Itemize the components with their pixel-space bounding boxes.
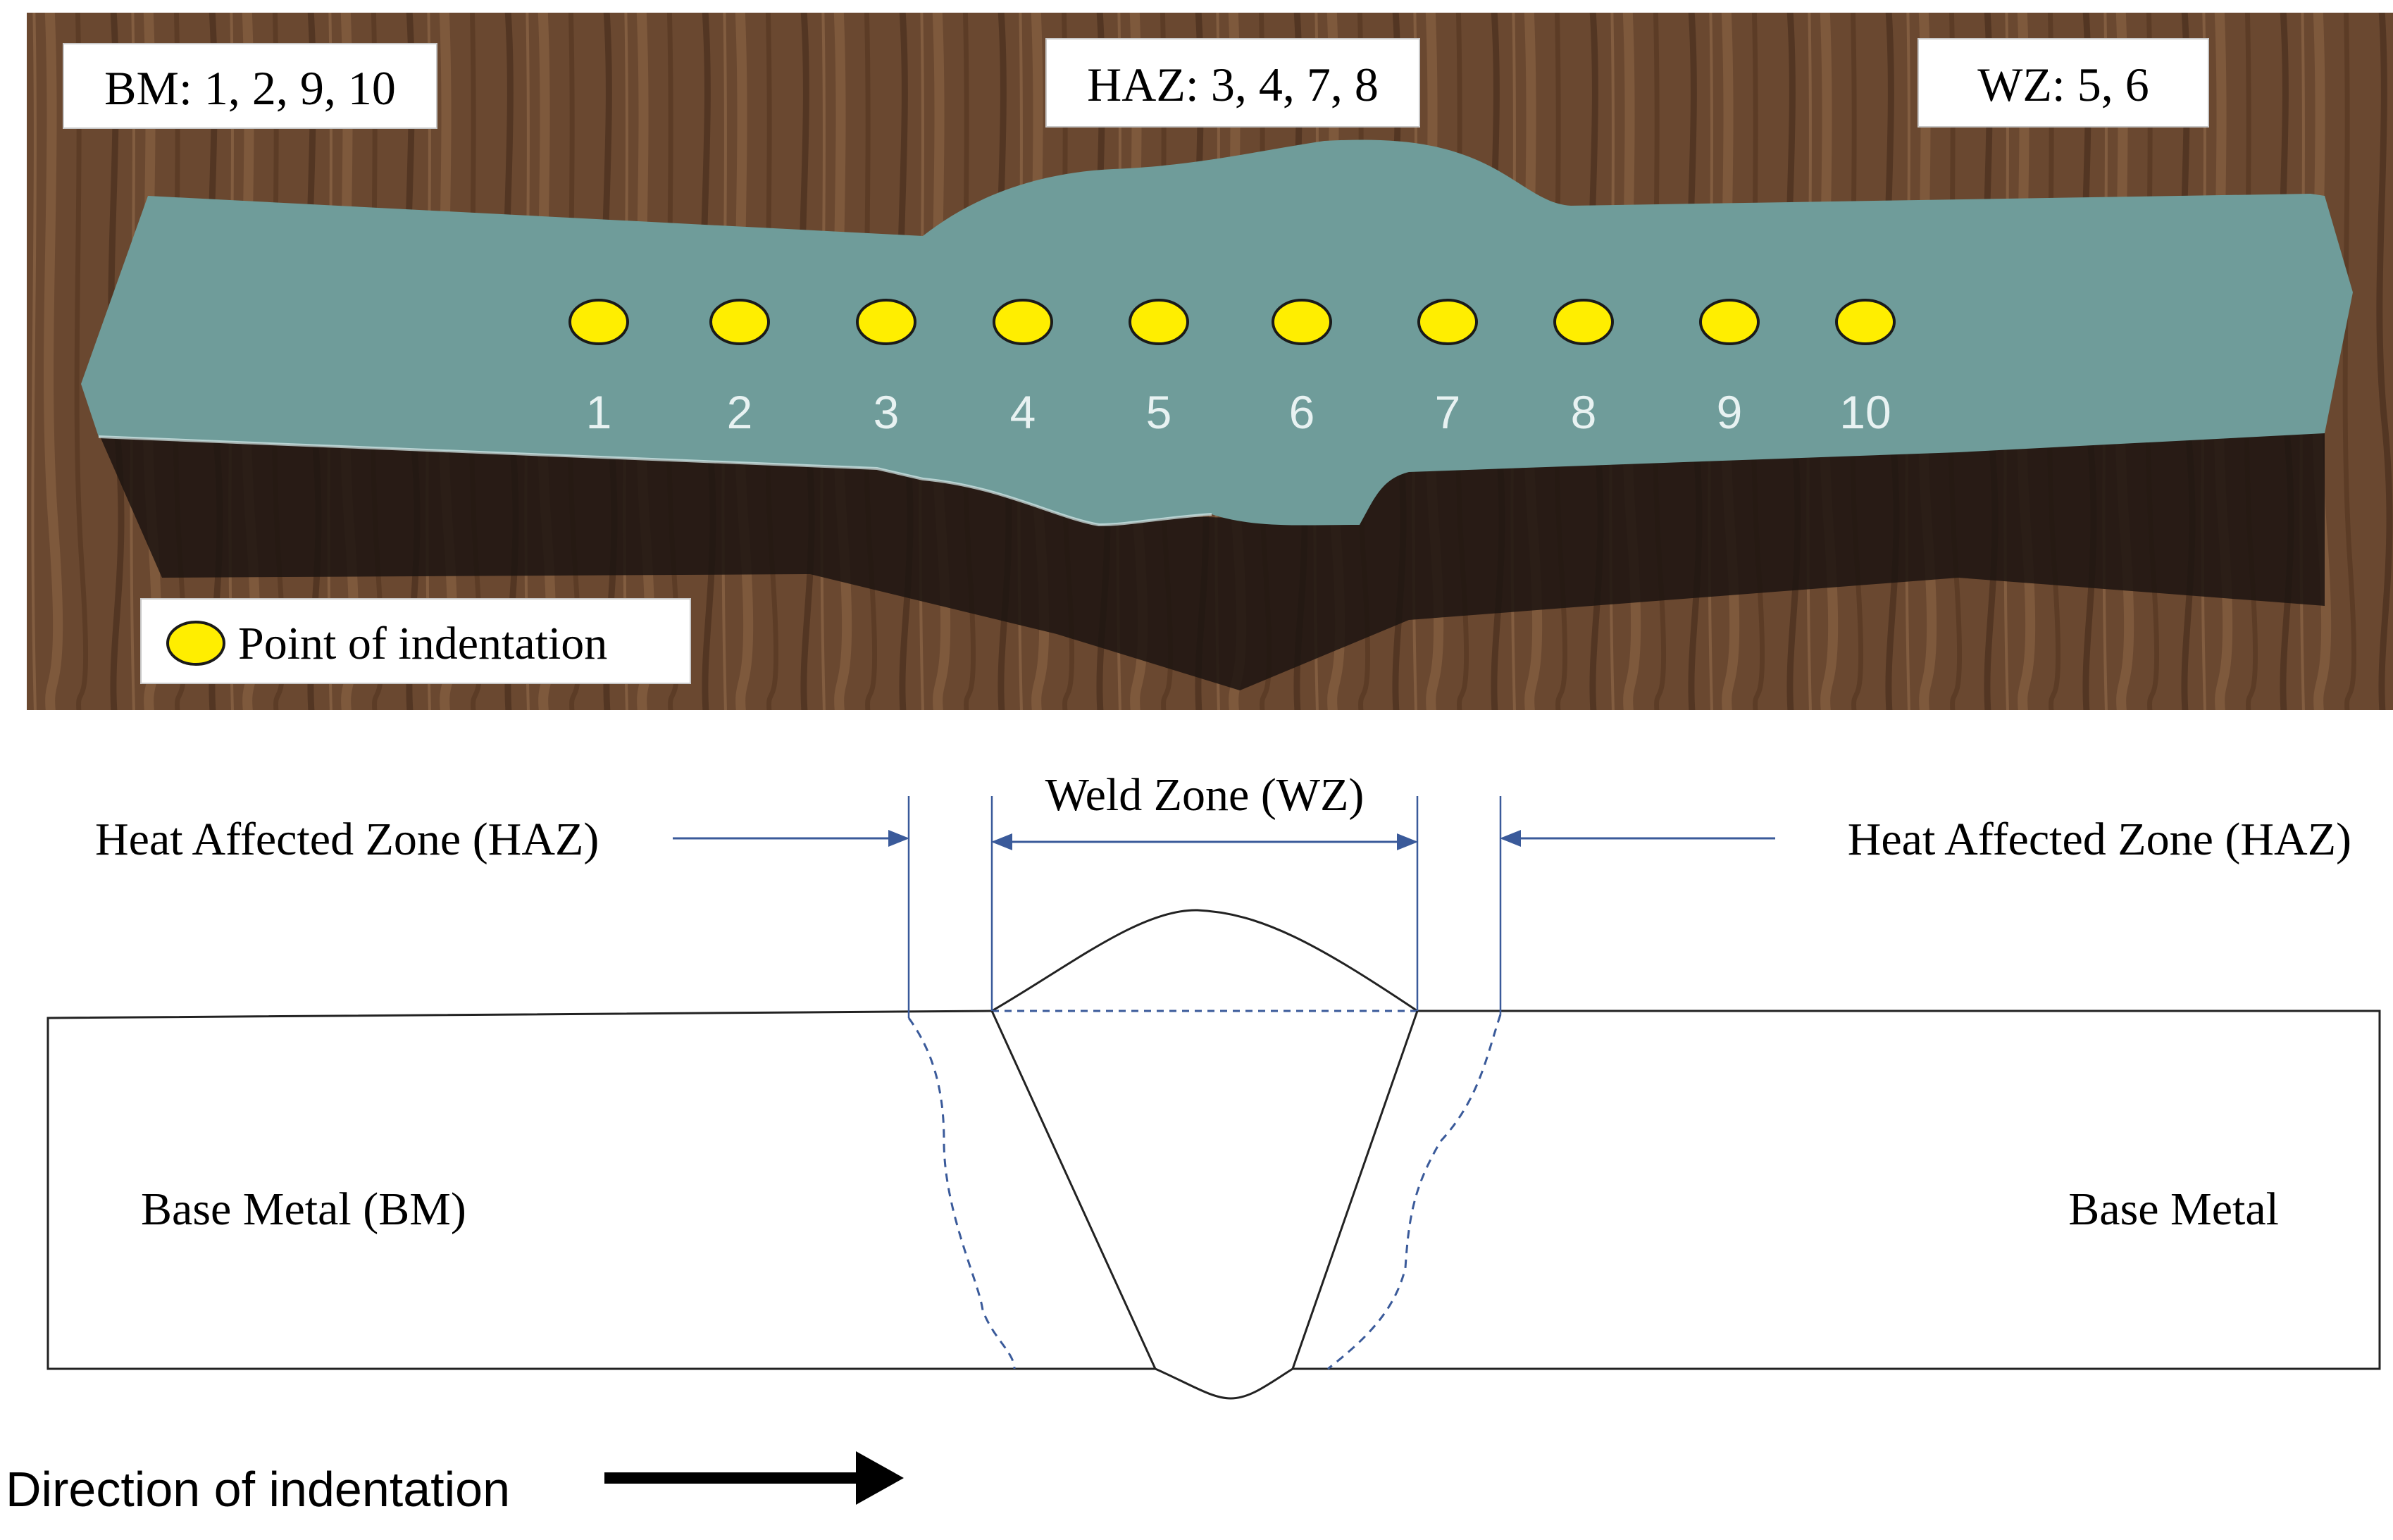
indentation-number-7: 7 xyxy=(1435,386,1461,438)
indentation-number-5: 5 xyxy=(1146,386,1172,438)
base-plate-outline xyxy=(46,1010,2381,1370)
indentation-numbers: 1 2 3 4 5 6 7 8 9 10 xyxy=(586,386,1891,438)
direction-arrow-head xyxy=(856,1451,904,1505)
indentation-number-1: 1 xyxy=(586,386,612,438)
direction-label: Direction of indentation xyxy=(6,1462,510,1517)
indentation-point-8 xyxy=(1553,299,1614,345)
haz-boundary-right xyxy=(1327,1014,1502,1370)
base-metal-left-label: Base Metal (BM) xyxy=(141,1184,466,1235)
indentation-point-6 xyxy=(1272,299,1332,345)
indentation-point-1 xyxy=(568,299,629,345)
indentation-point-9 xyxy=(1699,299,1760,345)
wz-label: WZ: 5, 6 xyxy=(1977,58,2149,111)
indentation-point-2 xyxy=(709,299,770,345)
indentation-point-3 xyxy=(856,299,916,345)
indentation-point-5 xyxy=(1129,299,1189,345)
wz-label-box: WZ: 5, 6 xyxy=(1917,38,2209,128)
indentation-number-2: 2 xyxy=(727,386,753,438)
indentation-number-9: 9 xyxy=(1717,386,1743,438)
indentation-point-10 xyxy=(1835,299,1896,345)
indentation-points xyxy=(568,299,1896,345)
indentation-point-4 xyxy=(993,299,1053,345)
indentation-number-10: 10 xyxy=(1839,386,1891,438)
legend-indentation-marker xyxy=(166,621,225,666)
indentation-number-6: 6 xyxy=(1289,386,1315,438)
specimen-highlight xyxy=(98,435,1212,527)
weld-schematic: Weld Zone (WZ) Heat Affected Zone (HAZ) … xyxy=(46,769,2381,1400)
haz-boundary-left xyxy=(907,1017,1016,1370)
base-metal-right-label: Base Metal xyxy=(2068,1184,2279,1235)
haz-left-label: Heat Affected Zone (HAZ) xyxy=(95,814,599,865)
indentation-number-3: 3 xyxy=(874,386,900,438)
indentation-point-7 xyxy=(1417,299,1478,345)
weld-zone-label: Weld Zone (WZ) xyxy=(1045,769,1365,821)
weld-bead-crown xyxy=(991,909,1418,1012)
haz-label: HAZ: 3, 4, 7, 8 xyxy=(1087,58,1379,111)
bm-label: BM: 1, 2, 9, 10 xyxy=(104,61,396,115)
haz-label-box: HAZ: 3, 4, 7, 8 xyxy=(1045,38,1420,128)
direction-of-indentation: Direction of indentation xyxy=(6,1451,904,1517)
haz-right-label: Heat Affected Zone (HAZ) xyxy=(1848,814,2351,865)
legend-label: Point of indentation xyxy=(238,618,607,669)
bm-label-box: BM: 1, 2, 9, 10 xyxy=(63,43,437,129)
legend: Point of indentation xyxy=(140,598,691,684)
specimen-photo: 1 2 3 4 5 6 7 8 9 10 BM: 1, 2, 9, 10 HAZ: 3, 4, 7… xyxy=(27,13,2393,710)
specimen-top-face xyxy=(81,139,2353,526)
specimen-side-face xyxy=(99,416,2325,690)
indentation-number-4: 4 xyxy=(1010,386,1036,438)
indentation-number-8: 8 xyxy=(1571,386,1597,438)
fusion-boundary xyxy=(990,1010,1419,1400)
